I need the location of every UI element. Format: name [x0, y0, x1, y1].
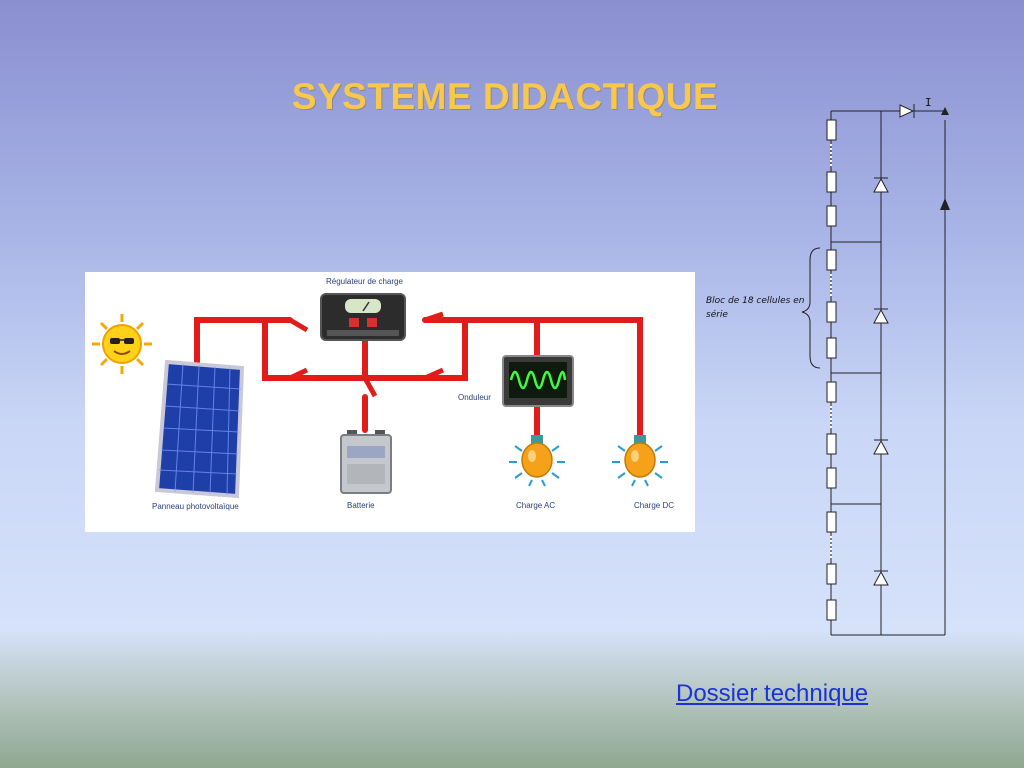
charge-regulator-icon	[320, 293, 406, 341]
output-diode-icon	[899, 104, 915, 118]
cell-string-schematic	[801, 104, 950, 636]
battery-icon	[340, 430, 392, 494]
current-label: I	[925, 96, 932, 109]
slide-title: SYSTEME DIDACTIQUE	[291, 76, 719, 117]
bloc-brace	[801, 247, 821, 369]
current-arrow-icon	[940, 107, 950, 210]
battery-label: Batterie	[347, 501, 375, 510]
inverter-icon	[502, 355, 574, 407]
ac-load-label: Charge AC	[516, 501, 556, 510]
bloc-label: Bloc de 18 cellules en série	[706, 296, 805, 320]
installation-diagram: Régulateur de charge Onduleur Panneau ph…	[85, 272, 695, 532]
regulator-label: Régulateur de charge	[326, 277, 403, 286]
dc-load-label: Charge DC	[634, 501, 675, 510]
switches	[288, 311, 445, 398]
ac-lamp-icon	[509, 435, 565, 487]
dossier-technique-link[interactable]: Dossier technique	[676, 680, 869, 707]
panel-label: Panneau photovoltaïque	[152, 502, 239, 511]
dc-lamp-icon	[612, 435, 668, 487]
cells	[826, 119, 837, 621]
inverter-label: Onduleur	[458, 393, 491, 402]
bypass-diodes	[873, 177, 889, 586]
sun-icon	[92, 314, 152, 374]
solar-panel-icon	[154, 359, 245, 499]
